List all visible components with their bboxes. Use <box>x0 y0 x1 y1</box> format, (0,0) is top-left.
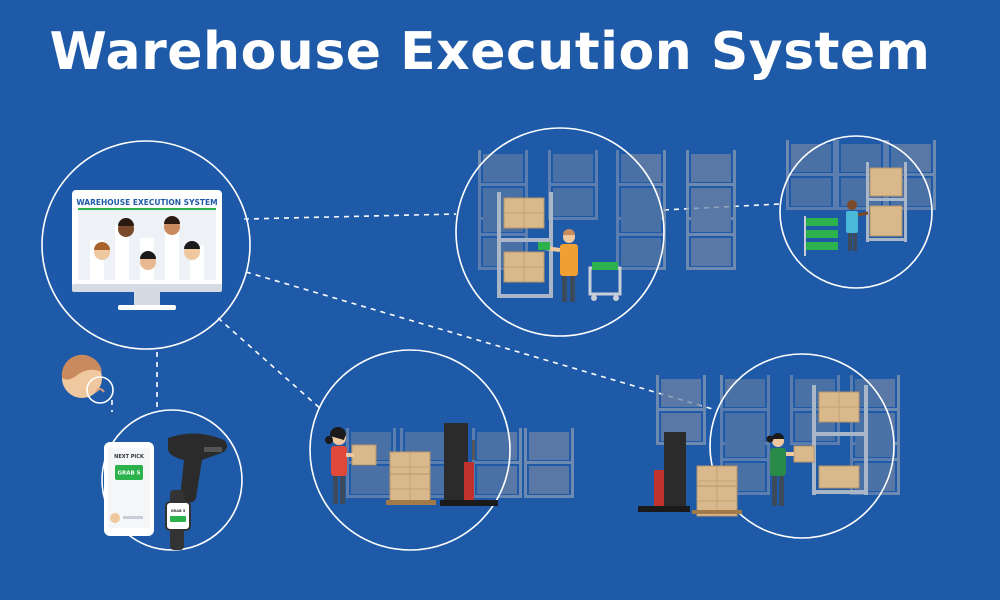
monitor-header: WAREHOUSE EXECUTION SYSTEM <box>76 198 217 207</box>
wes-monitor-node: WAREHOUSE EXECUTION SYSTEM <box>41 140 251 350</box>
worker-head-icon <box>184 241 200 260</box>
watch-label: GRAB 5 <box>171 509 186 513</box>
connector-lines <box>111 203 781 412</box>
worker-picking-figure <box>538 229 578 302</box>
pallet-boxes <box>386 451 436 505</box>
worker-head-icon <box>140 251 156 270</box>
mobile-devices-node: NEXT PICK GRAB 5 GRAB 5 <box>101 409 243 551</box>
picking-cart-icon <box>588 262 622 301</box>
worker-head-icon <box>94 242 110 260</box>
picking-zone-node <box>455 127 665 337</box>
worker-carrying-figure <box>325 426 377 504</box>
pallet-rack-icon <box>866 162 907 242</box>
operator-head-icon <box>61 354 114 404</box>
connector-to-putaway-zone <box>245 271 717 411</box>
phone-button-label: GRAB 5 <box>118 471 141 477</box>
pallet-rack-icon <box>497 192 553 298</box>
receiving-zone-node <box>309 349 511 551</box>
worker-putaway-figure <box>766 433 815 506</box>
barcode-scanner-icon <box>167 433 227 503</box>
worker-head-icon <box>164 216 180 235</box>
monitor-icon: WAREHOUSE EXECUTION SYSTEM <box>72 190 222 310</box>
picking-cart-icon <box>804 216 838 256</box>
worker-replenishing-figure <box>846 200 869 251</box>
smartwatch-icon: GRAB 5 <box>165 490 191 550</box>
replenishment-zone-node <box>779 135 933 289</box>
connector-to-receiving-zone <box>217 317 323 411</box>
pallet-rack-icon <box>812 385 868 495</box>
forklift-icon <box>440 423 498 506</box>
phone-header: NEXT PICK <box>114 454 145 460</box>
putaway-zone-node <box>638 353 895 539</box>
worker-head-icon <box>118 218 134 237</box>
diagram-title: Warehouse Execution System <box>49 22 931 82</box>
smartphone-icon: NEXT PICK GRAB 5 <box>104 442 154 536</box>
connector-to-picking-zone <box>243 213 457 220</box>
forklift-icon <box>638 432 742 517</box>
